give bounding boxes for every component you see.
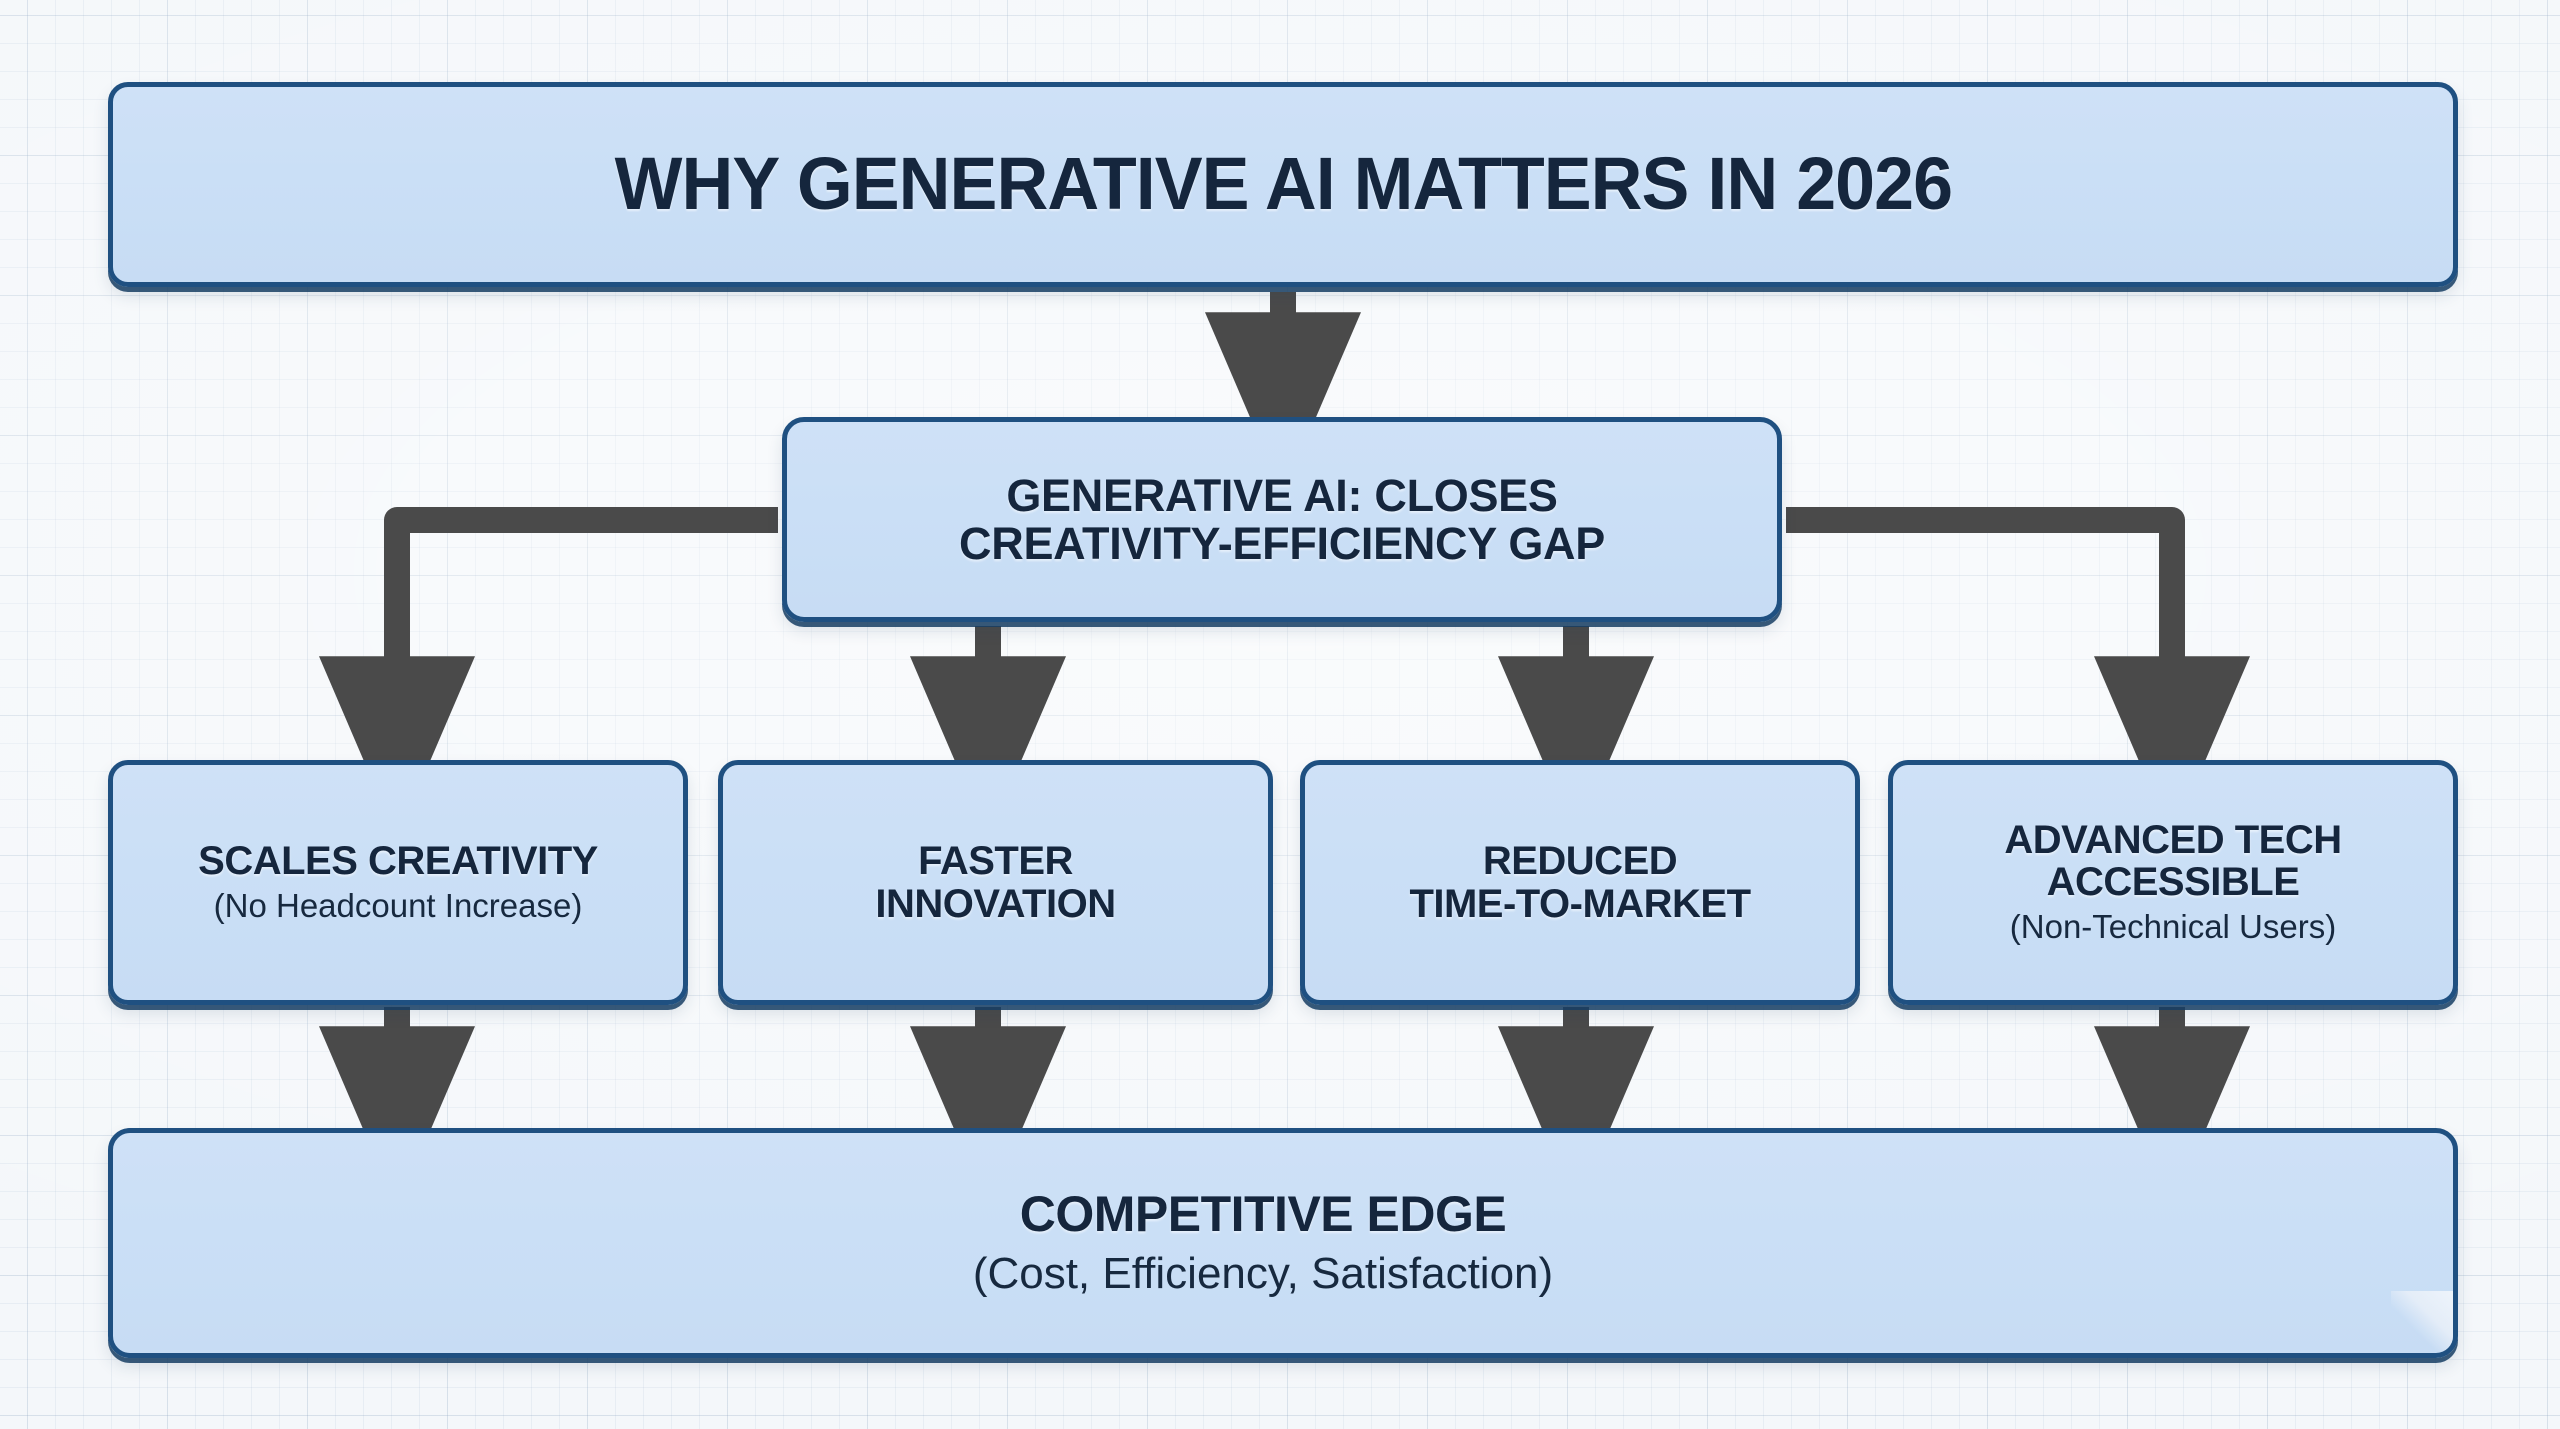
node-outcome-title: COMPETITIVE EDGE [1019, 1185, 1507, 1242]
node-benefit-1-line-1: SCALES CREATIVITY [198, 838, 598, 883]
node-benefit-scales-creativity: SCALES CREATIVITY (No Headcount Increase… [108, 760, 688, 1005]
node-benefit-4-line-1: ADVANCED TECH [2004, 817, 2342, 862]
node-benefit-faster-innovation: FASTER INNOVATION [718, 760, 1273, 1005]
node-benefit-3-line-2: TIME-TO-MARKET [1409, 881, 1751, 926]
node-benefit-3-line-1: REDUCED [1482, 839, 1678, 884]
node-outcome-competitive-edge: COMPETITIVE EDGE (Cost, Efficiency, Sati… [108, 1128, 2458, 1358]
node-benefit-1-subtitle: (No Headcount Increase) [213, 887, 583, 925]
node-hub: GENERATIVE AI: CLOSES CREATIVITY-EFFICIE… [782, 417, 1782, 622]
node-title-banner: WHY GENERATIVE AI MATTERS IN 2026 [108, 82, 2458, 287]
node-benefit-4-subtitle: (Non-Technical Users) [2009, 908, 2337, 946]
node-benefit-reduced-time-to-market: REDUCED TIME-TO-MARKET [1300, 760, 1860, 1005]
node-benefit-advanced-tech-accessible: ADVANCED TECH ACCESSIBLE (Non-Technical … [1888, 760, 2458, 1005]
node-hub-line-2: CREATIVITY-EFFICIENCY GAP [959, 517, 1605, 569]
node-outcome-text-stack: COMPETITIVE EDGE (Cost, Efficiency, Sati… [113, 1185, 2433, 1298]
page-curl-artifact [2391, 1291, 2453, 1353]
node-benefit-4-line-2: ACCESSIBLE [2046, 860, 2300, 905]
node-title-text: WHY GENERATIVE AI MATTERS IN 2026 [614, 142, 1952, 226]
node-hub-line-1: GENERATIVE AI: CLOSES [1006, 469, 1558, 521]
connector-hub-to-benefit-1 [319, 507, 778, 839]
node-outcome-subtitle: (Cost, Efficiency, Satisfaction) [972, 1248, 1554, 1298]
node-benefit-2-line-1: FASTER [918, 839, 1073, 884]
node-benefit-2-line-2: INNOVATION [875, 881, 1116, 926]
connector-hub-to-benefit-4 [1786, 507, 2250, 839]
